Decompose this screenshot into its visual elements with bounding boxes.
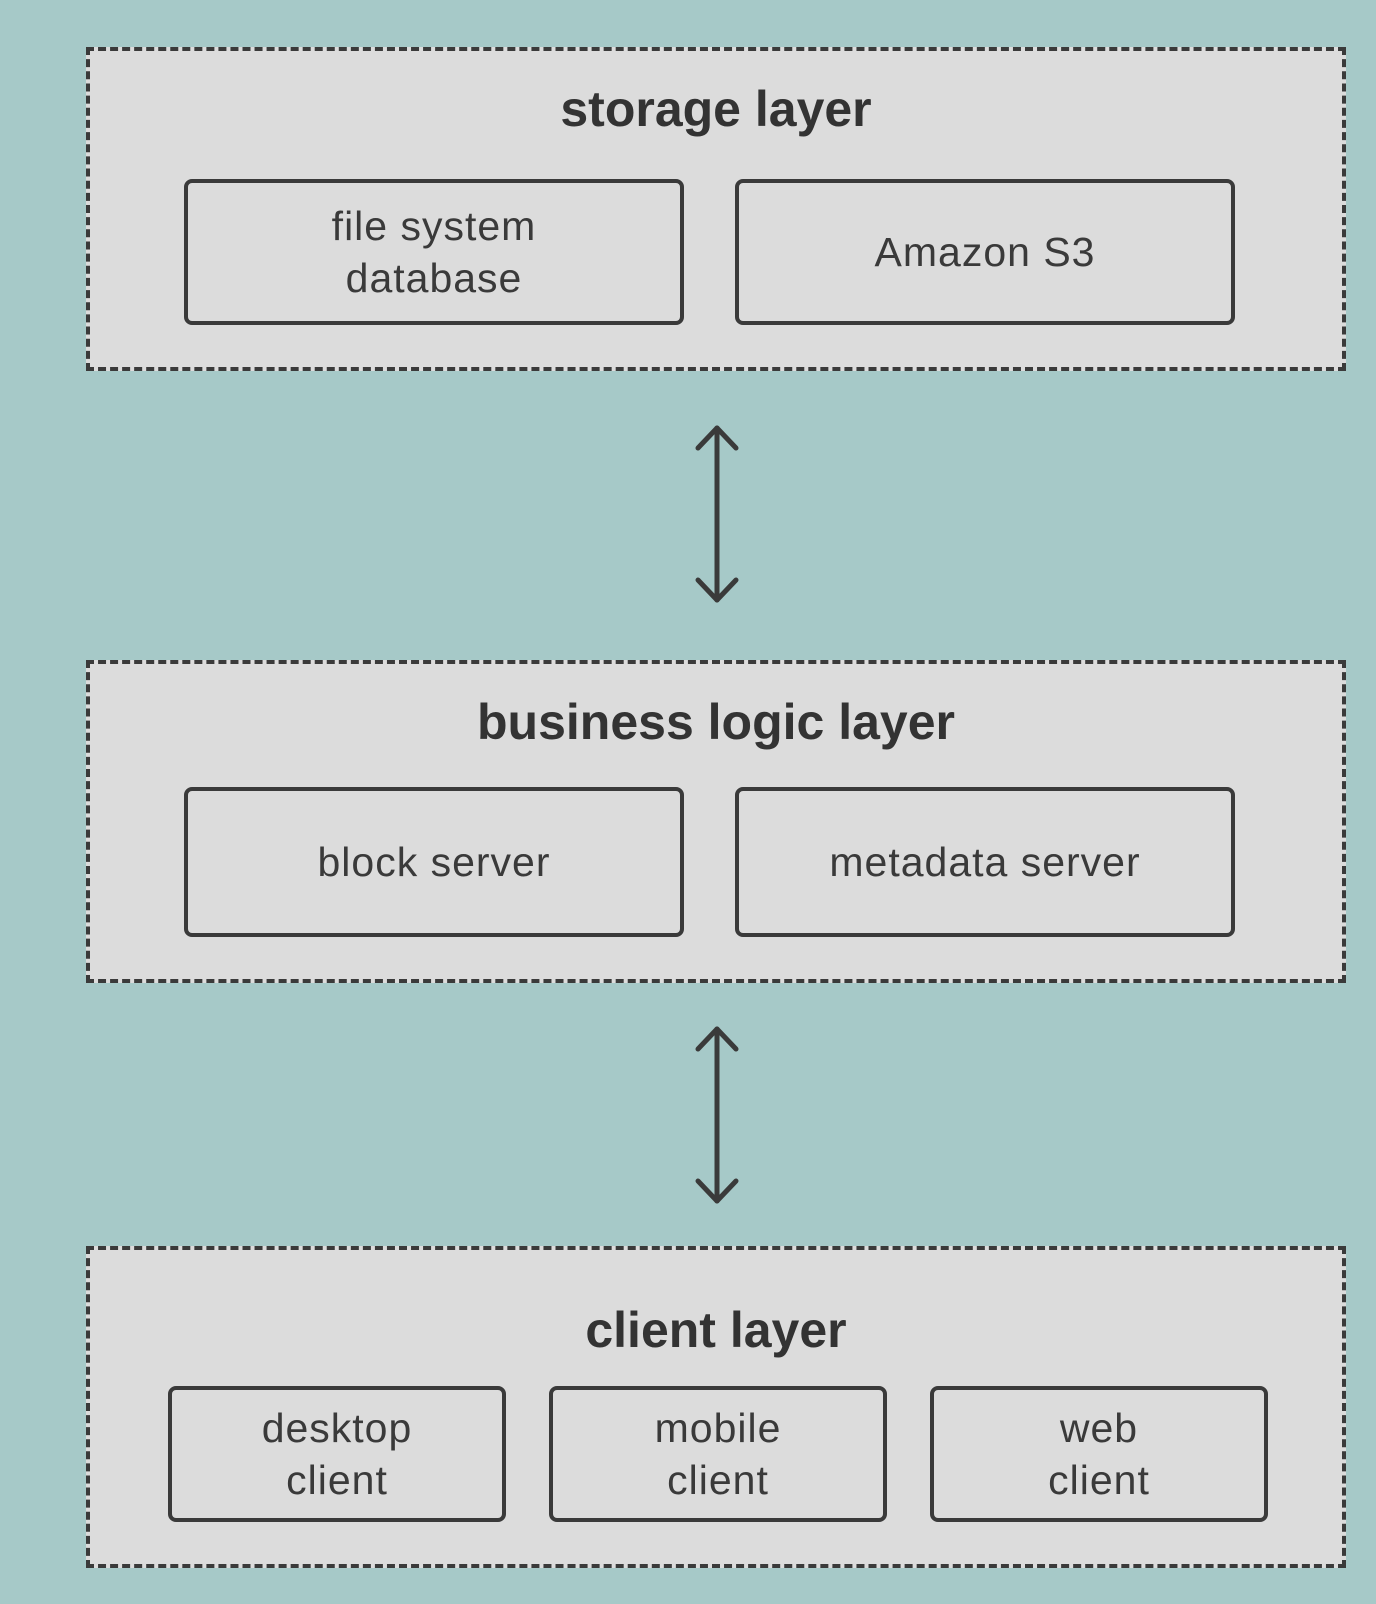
web-client-box: web client bbox=[930, 1386, 1268, 1522]
client-layer: client layer desktop client mobile clien… bbox=[86, 1246, 1346, 1568]
storage-layer-title: storage layer bbox=[560, 81, 872, 137]
metadata-server-box: metadata server bbox=[735, 787, 1235, 937]
mobile-client-box: mobile client bbox=[549, 1386, 887, 1522]
block-server-box: block server bbox=[184, 787, 684, 937]
desktop-client-box: desktop client bbox=[168, 1386, 506, 1522]
double-arrow-icon bbox=[695, 1026, 739, 1204]
double-arrow-icon bbox=[695, 425, 739, 603]
client-layer-title: client layer bbox=[585, 1302, 847, 1358]
storage-layer: storage layer file system database Amazo… bbox=[86, 47, 1346, 371]
business-logic-layer-title: business logic layer bbox=[477, 694, 955, 750]
business-logic-layer: business logic layer block server metada… bbox=[86, 660, 1346, 983]
amazon-s3-box: Amazon S3 bbox=[735, 179, 1235, 325]
file-system-database-box: file system database bbox=[184, 179, 684, 325]
